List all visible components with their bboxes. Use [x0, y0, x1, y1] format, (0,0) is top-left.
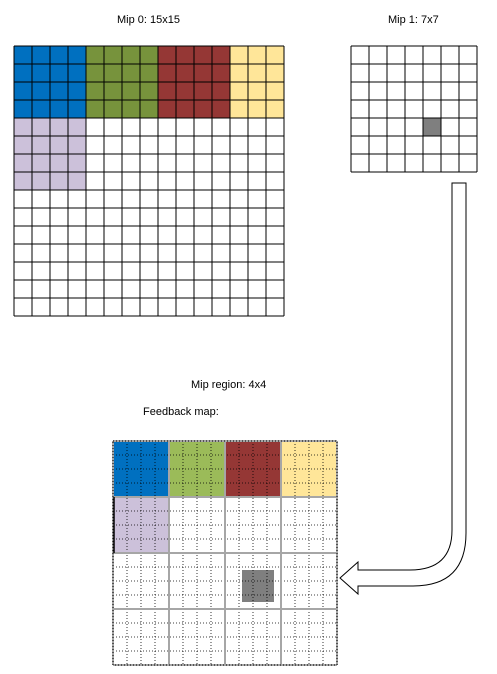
flow-arrow	[339, 182, 467, 596]
feedback-map-grid	[112, 440, 338, 666]
mip1-title: Mip 1: 7x7	[388, 14, 439, 26]
feedback-outer-frame	[112, 440, 338, 666]
mip-region-label: Mip region: 4x4	[191, 379, 267, 391]
mip1-highlight-cell	[423, 118, 441, 136]
mip0-title: Mip 0: 15x15	[117, 14, 180, 26]
mip1-grid	[350, 45, 478, 173]
feedback-map-label: Feedback map:	[143, 406, 219, 418]
feedback-gray-block	[242, 570, 274, 602]
mip0-grid	[13, 45, 285, 317]
